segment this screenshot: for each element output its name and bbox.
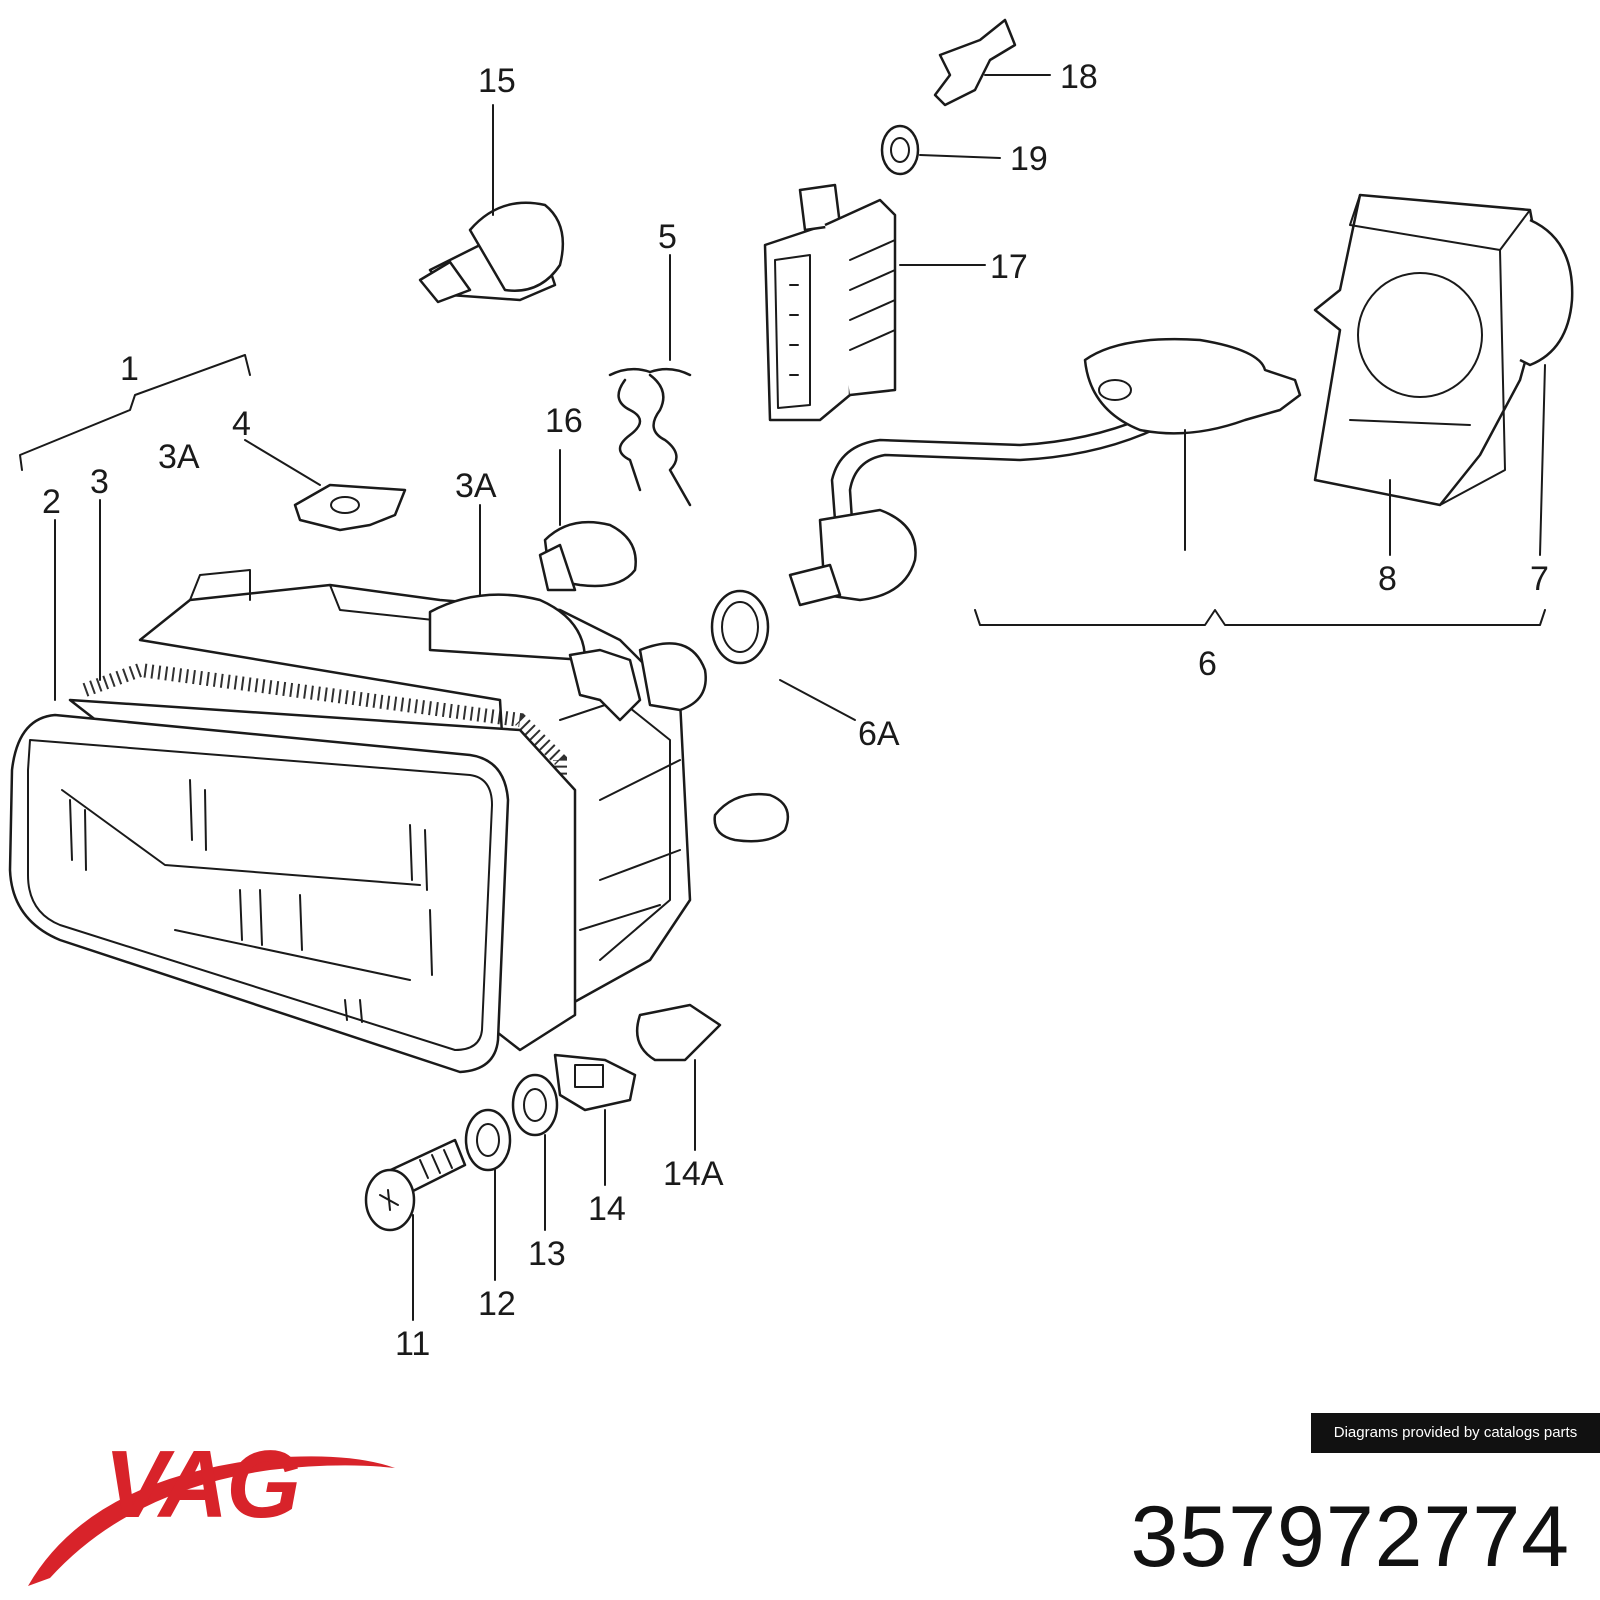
callout-labels: 1 2 3 3A 3A 4 5 6 6A 7 8 11 12 13 14 14A… <box>42 58 1549 1363</box>
callout-15: 15 <box>478 62 516 100</box>
marker-bulb <box>713 793 790 843</box>
callout-3a-right: 3A <box>455 467 497 505</box>
callout-14a: 14A <box>663 1155 724 1193</box>
callout-3a-left: 3A <box>158 438 200 476</box>
grommet-19 <box>880 124 920 176</box>
callout-6: 6 <box>1198 645 1217 683</box>
callout-3: 3 <box>90 463 109 501</box>
callout-5: 5 <box>658 218 677 256</box>
wiring-harness-6 <box>788 337 1302 607</box>
clip-14a <box>635 1003 722 1062</box>
vag-logo-swoosh <box>28 1456 395 1586</box>
callout-1: 1 <box>120 350 139 388</box>
nut-14 <box>553 1053 637 1112</box>
connector-17 <box>763 183 897 422</box>
callout-16: 16 <box>545 402 583 440</box>
screw-11 <box>364 1138 467 1232</box>
callout-2: 2 <box>42 483 61 521</box>
brand-logo-text: VAG <box>104 1431 301 1538</box>
washer-13 <box>511 1073 559 1137</box>
callout-11: 11 <box>395 1325 430 1363</box>
callout-13: 13 <box>528 1235 566 1273</box>
callout-14: 14 <box>588 1190 626 1228</box>
callout-12: 12 <box>478 1285 516 1323</box>
ring-6a <box>710 589 770 665</box>
diagram-credit: Diagrams provided by catalogs parts <box>1311 1413 1600 1453</box>
leader-lines <box>19 74 1546 1321</box>
headlamp-housing <box>8 569 692 1074</box>
callout-18: 18 <box>1060 58 1098 96</box>
bulb-16 <box>538 520 637 592</box>
bracket-4 <box>293 483 407 532</box>
clip-18 <box>933 18 1017 107</box>
callout-4: 4 <box>232 405 251 443</box>
callout-17: 17 <box>990 248 1028 286</box>
spring-clip-5 <box>608 367 692 507</box>
callout-8: 8 <box>1378 560 1397 598</box>
rear-cover-8 <box>1313 193 1574 507</box>
housing-clip <box>568 648 642 722</box>
bulb-15 <box>418 201 565 304</box>
callout-6a: 6A <box>858 715 900 753</box>
callout-19: 19 <box>1010 140 1048 178</box>
socket-stub <box>638 642 707 712</box>
part-number: 357972774 <box>1130 1489 1570 1585</box>
washer-12 <box>464 1108 512 1172</box>
callout-7: 7 <box>1530 560 1549 598</box>
